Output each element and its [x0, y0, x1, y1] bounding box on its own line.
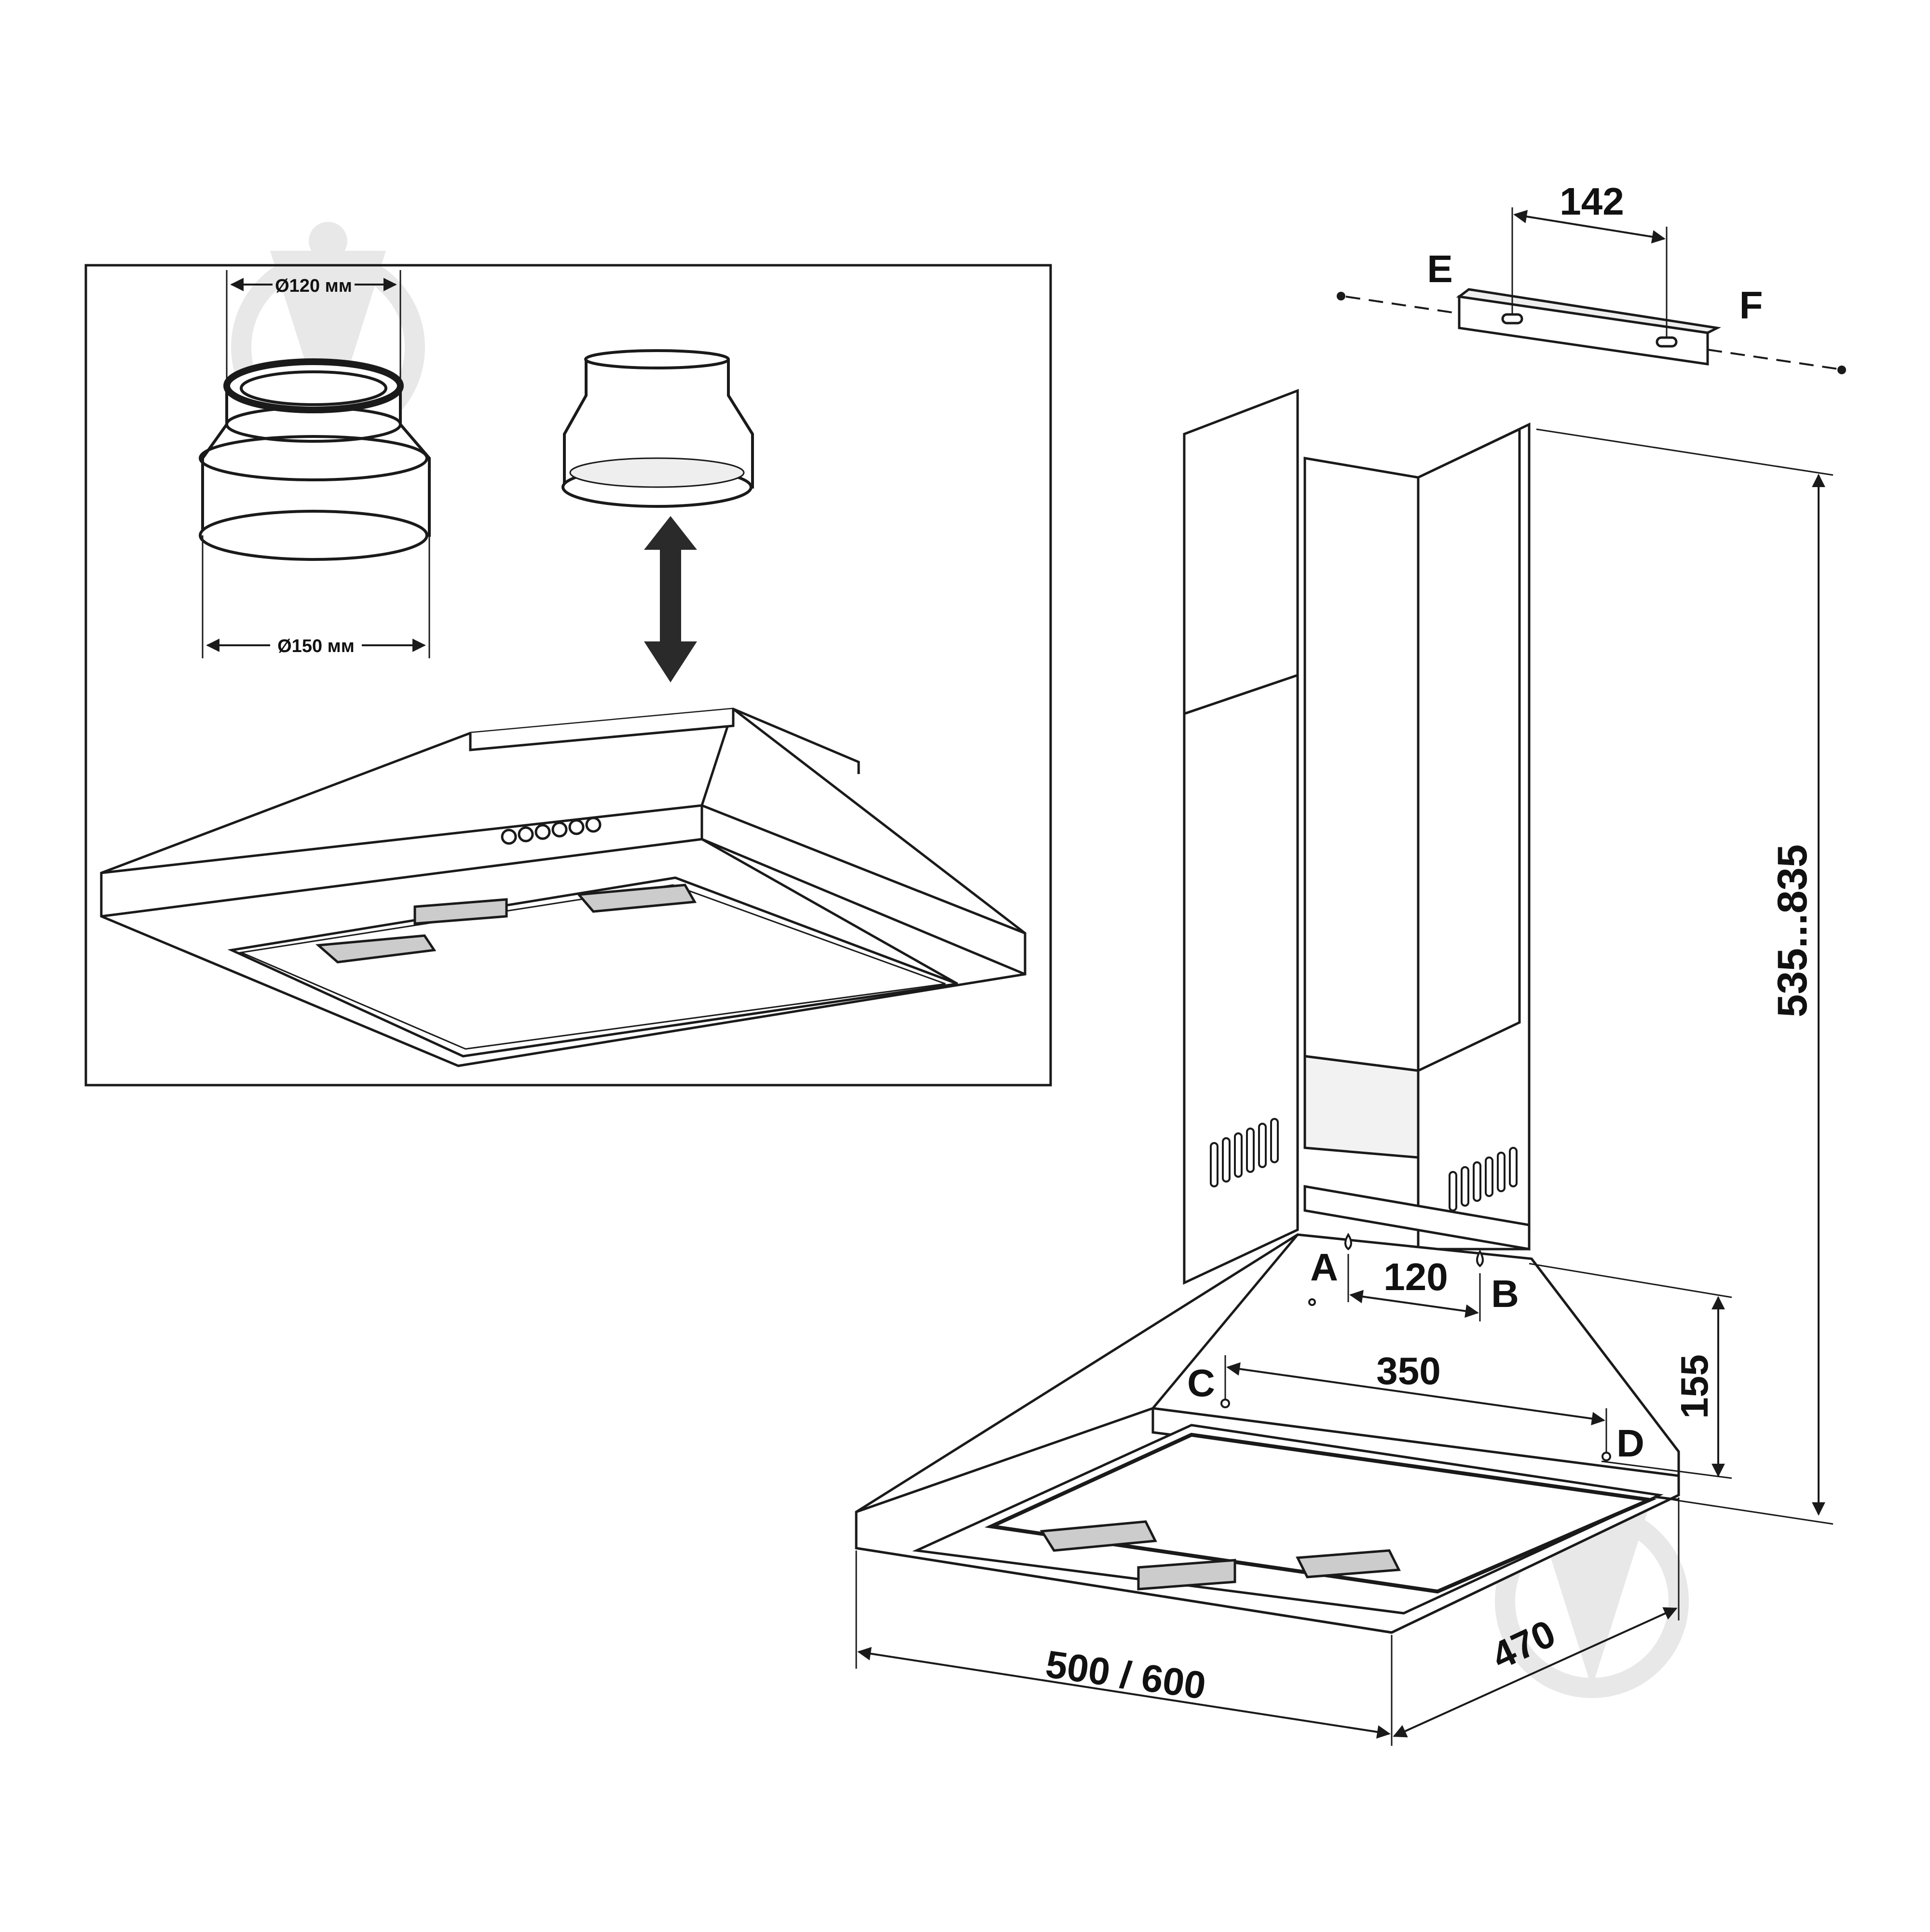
chimney-vents-right — [1449, 1147, 1518, 1211]
label-point-f: F — [1739, 284, 1763, 327]
duct-adapter-illustration — [199, 358, 431, 561]
inset-hood-illustration — [100, 707, 1027, 1067]
label-holes-cd: 350 — [1376, 1349, 1440, 1392]
mounting-holes — [1220, 1233, 1611, 1461]
inset-control-buttons — [501, 816, 602, 845]
main-hood-illustration — [855, 389, 1680, 1634]
inset-frame — [84, 264, 1052, 1087]
dimension-bracket-holes: 142 — [1511, 180, 1668, 338]
label-point-b: B — [1491, 1272, 1519, 1315]
label-point-d: D — [1616, 1422, 1644, 1465]
label-point-a: A — [1310, 1246, 1338, 1289]
dimension-holes-ab: 120 — [1347, 1254, 1481, 1321]
dimension-diameter-top: Ø120 мм — [226, 270, 401, 381]
label-diameter-bottom: Ø150 мм — [277, 636, 355, 656]
label-point-e: E — [1427, 247, 1452, 290]
label-height-range: 535...835 — [1769, 844, 1816, 1018]
duct-adapter-piece-icon — [561, 349, 754, 508]
label-bracket-holes: 142 — [1560, 180, 1624, 223]
label-diameter-top: Ø120 мм — [275, 276, 352, 296]
screw-icon — [1337, 292, 1846, 374]
dimension-hole-height: 155 — [1529, 1263, 1732, 1479]
label-width: 500 / 600 — [1043, 1642, 1208, 1707]
chimney-vents-left — [1210, 1118, 1279, 1187]
mounting-bracket-illustration — [1456, 288, 1722, 366]
label-point-c: C — [1187, 1361, 1215, 1404]
dimension-height-range: 535...835 — [1536, 428, 1834, 1525]
label-holes-ab: 120 — [1383, 1255, 1448, 1298]
dimension-diameter-bottom: Ø150 мм — [202, 535, 430, 658]
double-arrow-icon — [644, 516, 697, 682]
label-hole-height: 155 — [1673, 1354, 1716, 1418]
bracket-axis-line — [1345, 296, 1838, 370]
inset-panel: Ø120 мм Ø150 мм — [84, 264, 1052, 1087]
